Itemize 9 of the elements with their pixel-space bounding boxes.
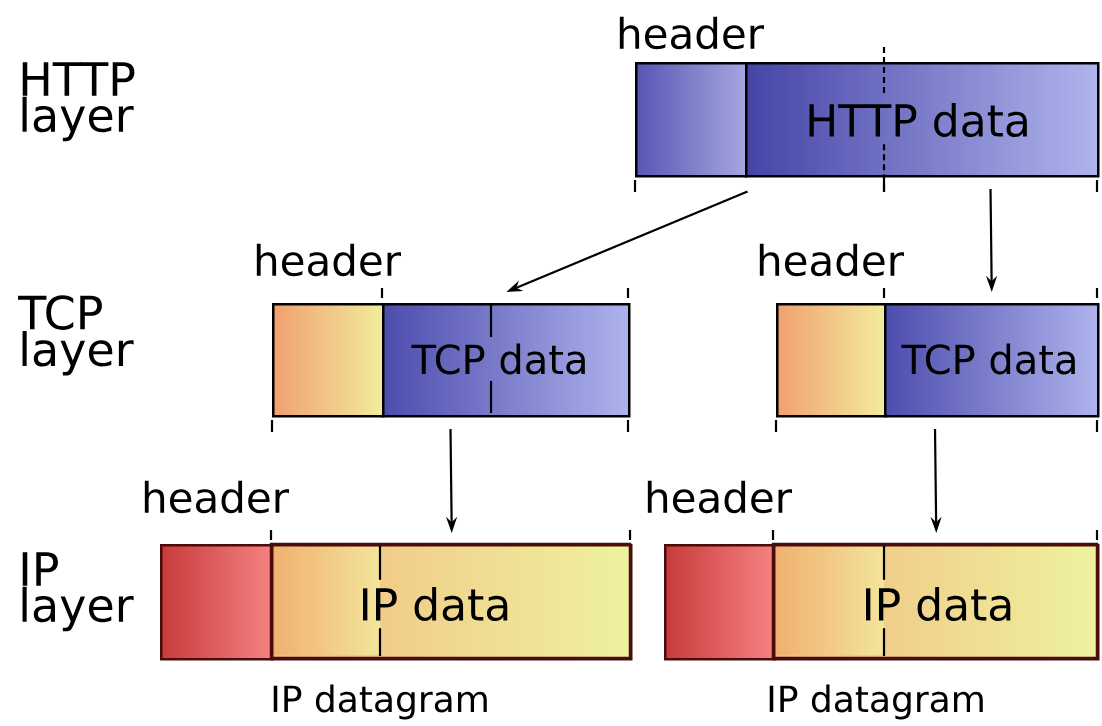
header-label: header (144, 480, 289, 514)
datagram-caption: IP datagram (273, 684, 487, 720)
layer-label: TCP layer (18, 295, 134, 376)
header-label: header (759, 243, 904, 277)
datagram-caption: IP datagram (769, 684, 983, 720)
header-label: header (619, 16, 764, 50)
header-label: header (647, 480, 792, 514)
layer-label: HTTP layer (22, 62, 135, 142)
header-label: header (256, 243, 401, 277)
